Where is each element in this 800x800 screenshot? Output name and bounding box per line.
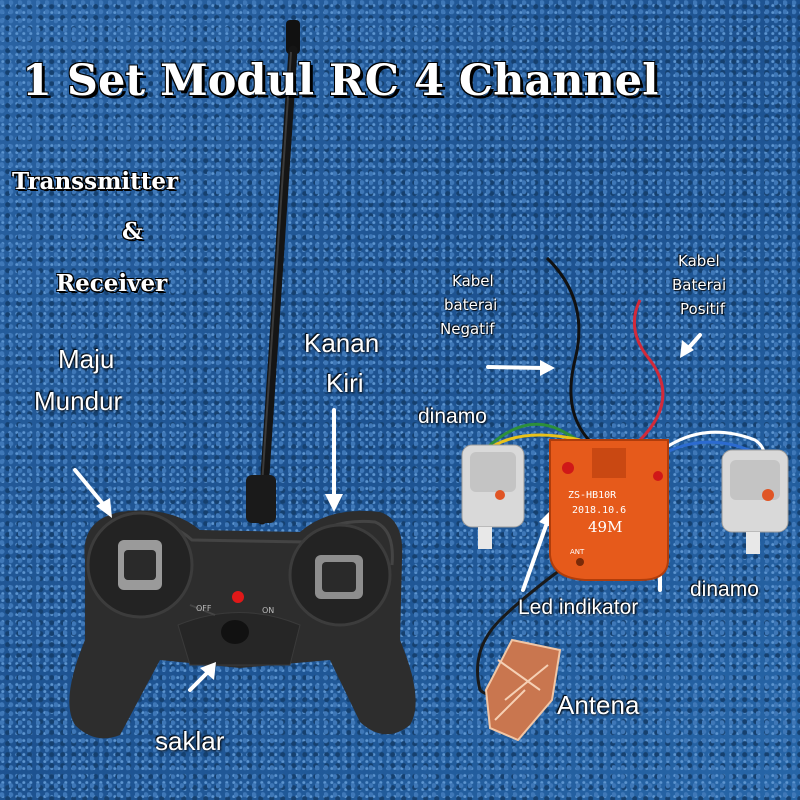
label-dinamo-left: dinamo (418, 405, 487, 428)
label-dinamo-right: dinamo (690, 578, 759, 601)
antenna-foil (484, 638, 562, 742)
label-kabel-negatif-2: baterai (444, 296, 498, 314)
label-kiri: Kiri (326, 368, 364, 398)
label-maju: Maju (58, 344, 115, 374)
label-saklar: saklar (155, 726, 225, 756)
left-motor (461, 444, 525, 549)
label-kabel-positif-2: Baterai (672, 276, 727, 294)
label-mundur: Mundur (34, 386, 123, 416)
label-kabel-positif-1: Kabel (678, 252, 720, 270)
remote-off: OFF (196, 604, 212, 613)
transmitter-antenna (246, 20, 300, 525)
remote-on: ON (262, 606, 275, 615)
pcb-date: 2018.10.6 (572, 505, 627, 516)
page-title: 1 Set Modul RC 4 Channel (22, 56, 659, 106)
label-kabel-positif-3: Positif (680, 300, 725, 318)
subtitle-transmitter: Transsmitter (12, 168, 179, 195)
label-kabel-negatif-1: Kabel (452, 272, 494, 290)
pcb-model: ZS-HB10R (568, 490, 617, 501)
subtitle-ampersand: & (122, 218, 143, 245)
label-antena: Antena (557, 690, 640, 720)
right-motor (721, 449, 789, 554)
transmitter-remote (69, 510, 416, 739)
pcb-freq: 49M (588, 518, 623, 536)
subtitle-receiver: Receiver (56, 270, 168, 297)
label-led-indikator: Led indikator (518, 596, 639, 619)
pcb-ant: ANT (570, 548, 585, 556)
label-kabel-negatif-3: Negatif (440, 320, 495, 338)
receiver-pcb (549, 439, 669, 581)
label-kanan: Kanan (304, 328, 380, 358)
